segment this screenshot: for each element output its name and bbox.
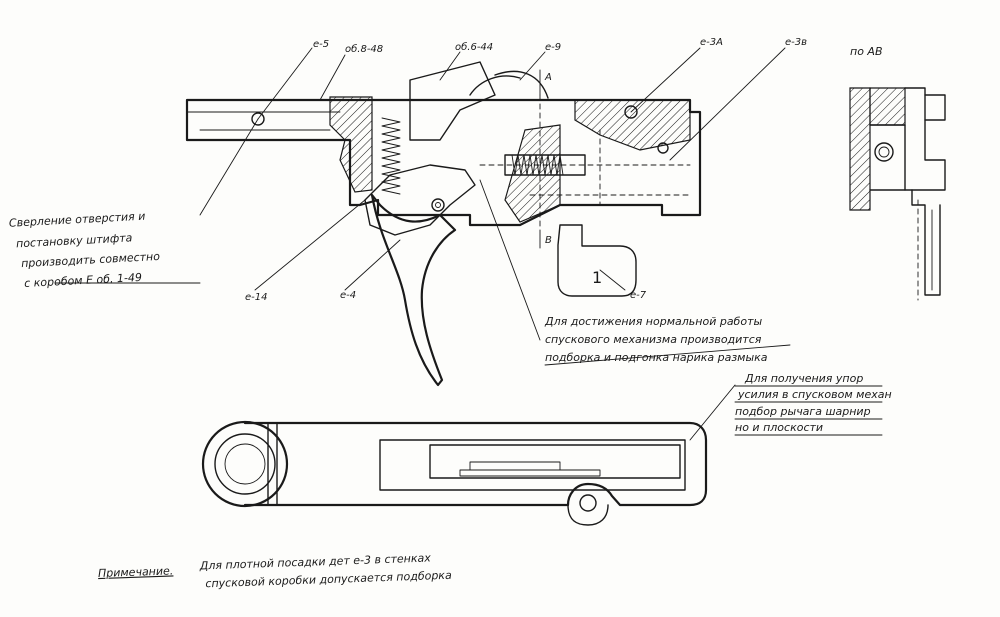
note-drilling: Сверление отверстия и постановку штифта … <box>9 210 161 290</box>
label-e3b: е-3в <box>785 37 807 48</box>
note-drilling-line2: постановку штифта <box>16 231 133 250</box>
label-e5: е-5 <box>313 39 329 50</box>
note-right-line1: Для получения упор <box>744 372 863 385</box>
label-e7: е-7 <box>630 290 647 301</box>
leader-lines <box>54 47 791 441</box>
label-e3a: е-3А <box>700 37 723 48</box>
section-mark-a: А <box>544 72 552 83</box>
remark: Примечание. Для плотной посадки дет е-3 … <box>98 551 452 591</box>
note-drilling-line4: с коробом Е об. 1-49 <box>24 271 142 290</box>
part-labels: е-5 об.8-48 об.6-44 е-9 е-3А е-3в по АВ … <box>245 37 883 303</box>
label-ob6: об.6-44 <box>455 41 493 53</box>
note-trigger-line3: подборка и подгонка нарика размыка <box>545 351 768 364</box>
section-mark-b: В <box>545 235 552 246</box>
note-right-line4: но и плоскости <box>735 421 823 434</box>
remark-title: Примечание. <box>98 564 174 580</box>
note-trigger: Для достижения нормальной работы спусков… <box>544 315 768 364</box>
note-right: Для получения упор усилия в спусковом ме… <box>734 372 892 436</box>
note-right-line3: подбор рычага шарнир <box>735 405 871 418</box>
detail-number: 1 <box>592 268 602 287</box>
note-trigger-line2: спускового механизма производится <box>545 333 762 346</box>
label-e14: е-14 <box>245 292 268 303</box>
label-e4: е-4 <box>340 290 356 301</box>
label-ob8: об.8-48 <box>345 43 383 55</box>
remark-line2: спусковой коробки допускается подборка <box>205 569 452 591</box>
note-trigger-line1: Для достижения нормальной работы <box>544 315 762 328</box>
label-view-ab: по АВ <box>850 45 883 58</box>
note-drilling-line3: производить совместно <box>21 250 161 270</box>
note-drilling-line1: Сверление отверстия и <box>9 210 146 230</box>
label-e9: е-9 <box>545 42 561 53</box>
section-view-ab <box>849 87 946 301</box>
plan-view <box>201 420 708 526</box>
trigger-housing-side-view: 1 А В <box>185 61 702 387</box>
remark-line1: Для плотной посадки дет е-3 в стенках <box>199 551 432 572</box>
note-right-line2: усилия в спусковом механ <box>737 388 892 401</box>
